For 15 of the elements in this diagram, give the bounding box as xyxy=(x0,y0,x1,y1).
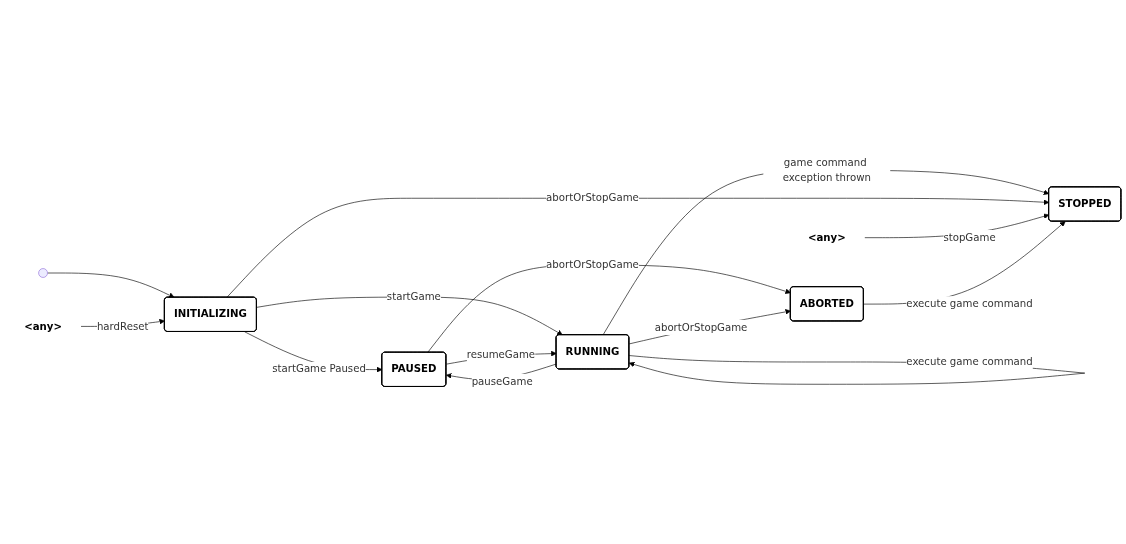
edge-label: resumeGame xyxy=(466,348,536,361)
edge-label: abortOrStopGame xyxy=(546,258,639,271)
edge-label: execute game command xyxy=(906,297,1033,310)
edge-label: abortOrStopGame xyxy=(654,320,748,334)
edge-label: startGame Paused xyxy=(272,362,366,376)
node-circle xyxy=(38,268,48,278)
edge-label: pauseGame xyxy=(471,374,533,388)
edge-label: startGame xyxy=(386,290,441,303)
edge-label: execute game command xyxy=(906,355,1033,368)
node-text: <any> xyxy=(24,320,62,333)
edge-label: game command exception thrown xyxy=(782,156,871,184)
edge-label: hardReset xyxy=(96,320,149,333)
node-text: <any> xyxy=(807,231,846,244)
edge-label: stopGame xyxy=(943,231,996,244)
edge-label: abortOrStopGame xyxy=(546,191,639,204)
